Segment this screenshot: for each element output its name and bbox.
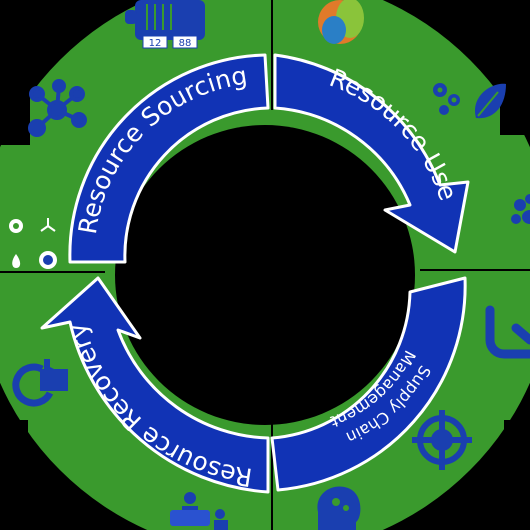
molecule-network-icon — [28, 79, 87, 137]
arrow-resource-recovery — [40, 276, 270, 494]
pipe-valve-icon — [485, 305, 530, 359]
arrow-resource-use — [273, 53, 470, 254]
renewable-energy-icons — [9, 218, 57, 269]
factory-cycle-icon — [12, 359, 68, 407]
head-gears-icon — [317, 486, 361, 530]
target-crosshair-icon — [412, 410, 472, 470]
green-energy-logo-icon — [318, 0, 364, 44]
cycle-arrows — [40, 53, 470, 494]
arrow-resource-sourcing — [68, 53, 270, 264]
puzzle-number-1: 12 — [149, 38, 162, 49]
workers-icon — [170, 492, 228, 530]
gears-leaf-icon — [433, 83, 506, 119]
arrow-supply-chain — [270, 276, 467, 492]
paw-icon — [511, 194, 530, 224]
puzzle-circuit-icon: 12 88 — [125, 0, 205, 49]
puzzle-number-2: 88 — [179, 38, 192, 49]
